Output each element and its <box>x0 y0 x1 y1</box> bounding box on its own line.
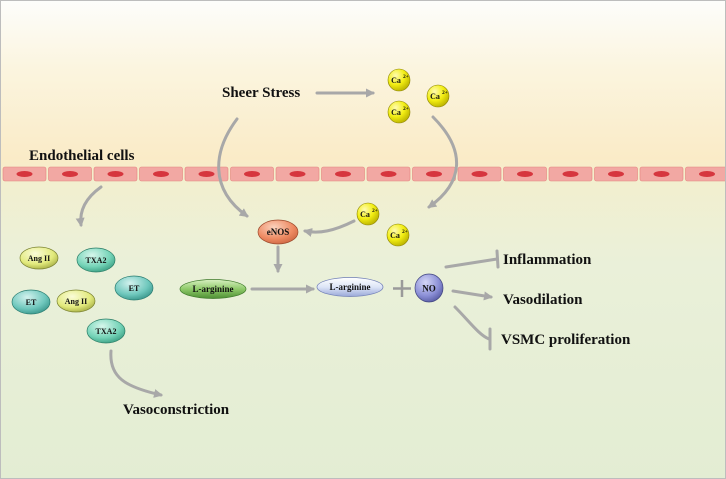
vsmc-proliferation-label: VSMC proliferation <box>501 332 631 348</box>
l-arginine-left-node: L-arginine <box>179 279 247 299</box>
txa2-label: TXA2 <box>96 327 117 336</box>
ang2-node: Ang II <box>56 289 96 313</box>
txa2-node: TXA2 <box>86 318 126 344</box>
calcium-charge: 2+ <box>403 74 409 80</box>
calcium-label: Ca <box>430 92 440 101</box>
enos-label: eNOS <box>267 227 290 237</box>
no-node: NO <box>414 273 444 303</box>
calcium-label: Ca <box>391 76 401 85</box>
cell-nucleus <box>107 171 124 177</box>
inhibit-no-to-inflammation <box>444 257 499 269</box>
et-node: ET <box>11 289 51 315</box>
calcium-label: Ca <box>360 210 370 219</box>
ang2-node: Ang II <box>19 246 59 270</box>
et-label: ET <box>129 284 140 293</box>
calcium-ion: Ca 2+ <box>387 68 411 92</box>
plus-sign <box>393 280 411 297</box>
cell-nucleus <box>426 171 442 177</box>
cell-nucleus <box>153 171 169 177</box>
no-label: NO <box>422 284 436 294</box>
ang2-label: Ang II <box>65 297 87 306</box>
sheer-stress-label: Sheer Stress <box>222 85 300 101</box>
endothelial-cell-layer <box>2 166 725 182</box>
calcium-ion: Ca 2+ <box>387 100 411 124</box>
cell-nucleus <box>335 171 351 177</box>
arrow-no-to-vasodilation <box>451 289 493 301</box>
calcium-charge: 2+ <box>402 229 408 235</box>
ang2-label: Ang II <box>28 254 50 263</box>
calcium-ion: Ca 2+ <box>356 202 380 226</box>
enos-node: eNOS <box>257 219 299 245</box>
cell-nucleus <box>517 171 533 177</box>
calcium-charge: 2+ <box>372 208 378 214</box>
arrow-cells-to-vasoconstrictors <box>75 185 103 227</box>
cell-nucleus <box>244 171 260 177</box>
vasodilation-label: Vasodilation <box>503 292 583 308</box>
cell-nucleus <box>380 171 397 177</box>
cell-nucleus <box>562 171 579 177</box>
arrow-calcium-to-enos <box>303 219 356 237</box>
calcium-ion: Ca 2+ <box>386 223 410 247</box>
calcium-charge: 2+ <box>403 106 409 112</box>
arrow-to-vasoconstriction <box>109 349 163 398</box>
cell-nucleus <box>62 171 78 177</box>
l-arginine-label: L-arginine <box>329 282 370 292</box>
inflammation-label: Inflammation <box>503 252 592 268</box>
et-node: ET <box>114 275 154 301</box>
txa2-node: TXA2 <box>76 247 116 273</box>
calcium-ion: Ca 2+ <box>426 84 450 108</box>
cell-nucleus <box>289 171 306 177</box>
calcium-charge: 2+ <box>442 90 448 96</box>
endothelial-cells-label: Endothelial cells <box>29 148 135 164</box>
et-label: ET <box>26 298 37 307</box>
calcium-label: Ca <box>390 231 400 240</box>
cell-nucleus <box>471 171 488 177</box>
inhibit-bar-inflammation <box>495 249 500 269</box>
txa2-label: TXA2 <box>86 256 107 265</box>
l-arginine-label: L-arginine <box>192 284 233 294</box>
cell-nucleus <box>16 171 33 177</box>
arrow-stress-to-enos <box>217 117 249 218</box>
calcium-label: Ca <box>391 108 401 117</box>
cell-nucleus <box>653 171 670 177</box>
vasoconstriction-label: Vasoconstriction <box>123 402 230 418</box>
cell-nucleus <box>198 171 215 177</box>
arrows <box>75 88 500 398</box>
cell-nucleus <box>608 171 624 177</box>
arrow-calcium-down <box>427 115 458 209</box>
l-arginine-right-node: L-arginine <box>316 277 384 297</box>
inhibit-no-to-vsmc <box>453 305 491 341</box>
cell-nucleus <box>699 171 715 177</box>
